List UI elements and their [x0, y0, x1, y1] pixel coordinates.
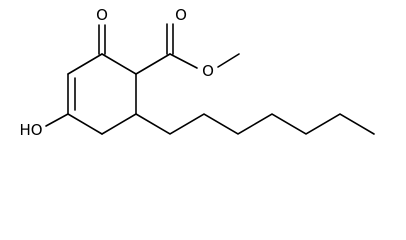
ring-bonds	[67, 53, 137, 135]
molecule-drawing: O O O HO	[19, 6, 375, 139]
ketone-oxygen-label: O	[96, 6, 108, 24]
hydroxyl-label: HO	[19, 121, 42, 139]
structure-canvas: O O O HO	[19, 6, 375, 139]
bond-c3-c4	[101, 113, 137, 135]
ester-group	[135, 23, 240, 75]
ester-ether-oxygen-label: O	[202, 62, 214, 80]
bond-c-oh	[45, 113, 69, 127]
bond-ring-to-ester	[135, 53, 171, 75]
bond-c1-c2	[101, 53, 137, 75]
ketone-group	[98, 24, 106, 55]
bond-o-methyl	[217, 53, 240, 68]
bond-c6-c1	[67, 53, 103, 75]
heptyl-chain	[135, 113, 375, 135]
bond-ester-c-o	[169, 53, 198, 69]
ester-carbonyl-oxygen-label: O	[175, 6, 187, 24]
bond-c4-c5	[67, 113, 103, 135]
